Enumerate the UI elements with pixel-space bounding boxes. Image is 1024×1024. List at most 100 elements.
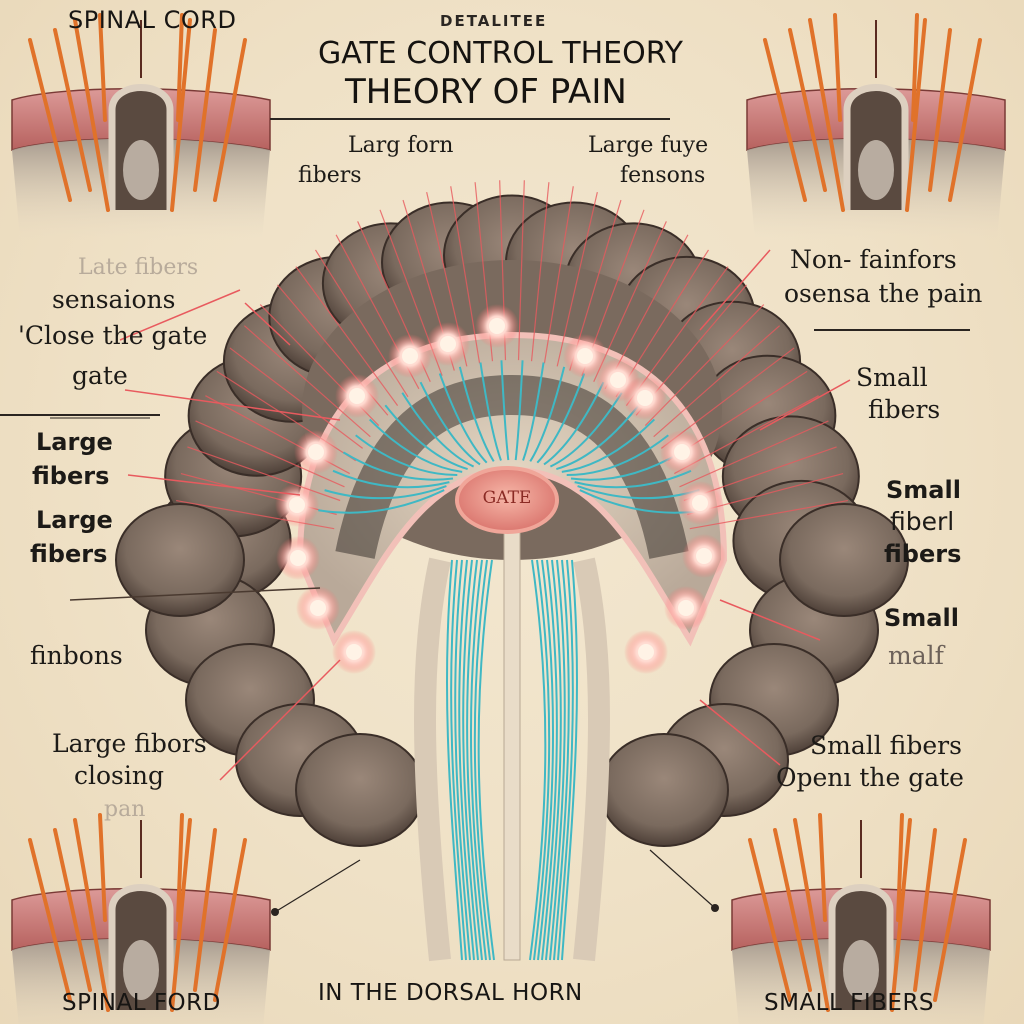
label-top-left-1: Larg forn — [348, 133, 454, 158]
label-large-fibers-2b: fibers — [30, 540, 108, 568]
small-fiber — [295, 266, 399, 406]
label-top-right-1: Large fuye — [588, 133, 709, 158]
pointer-line — [219, 659, 341, 781]
neuron-nodes — [275, 304, 726, 674]
large-fiber-strand — [454, 559, 471, 961]
pointer-line — [119, 289, 241, 341]
neuron-node — [674, 444, 690, 460]
title-line-1: GATE CONTROL THEORY — [318, 36, 683, 71]
large-fiber — [332, 469, 450, 489]
label-small-fibers-open-2: Openı the gate — [776, 763, 964, 792]
central-canal — [503, 519, 521, 961]
neuron-node — [440, 336, 456, 352]
neuron-node — [692, 495, 708, 511]
large-fiber — [536, 373, 586, 464]
small-fiber — [450, 186, 481, 364]
large-fiber-strand — [561, 559, 579, 961]
neuron-node — [289, 497, 305, 513]
label-spinal-cord-top: SPINAL CORD — [68, 6, 237, 34]
large-fiber — [556, 404, 640, 471]
cord-center — [858, 140, 894, 200]
label-close-the-gate: 'Close the gate — [18, 321, 208, 350]
large-fiber — [543, 381, 605, 466]
nerve-root — [73, 18, 110, 212]
small-fiber — [517, 180, 525, 361]
nerve-root — [833, 13, 842, 122]
label-spinal-ford: SPINAL FORD — [62, 990, 221, 1016]
nerve-root — [913, 828, 937, 992]
grey-matter-lobes — [115, 194, 909, 847]
arrow-head — [271, 908, 279, 916]
label-small-fibers-1a: Small — [856, 363, 928, 392]
cord-center — [843, 940, 879, 1000]
neuron-node — [678, 600, 694, 616]
large-fiber — [549, 392, 623, 468]
nerve-root — [193, 28, 217, 192]
large-fiber — [514, 360, 524, 461]
large-fiber — [574, 469, 692, 489]
small-fiber — [195, 420, 345, 488]
label-top-right-2: fensons — [620, 163, 706, 188]
large-fiber — [522, 362, 545, 461]
neuron-node — [402, 348, 418, 364]
nerve-root — [53, 828, 92, 992]
pointer-line — [759, 379, 851, 431]
label-large-fibors-closing-2: closing — [74, 761, 164, 790]
label-non-pain-1: Non- fainfors — [790, 245, 957, 274]
arrow-line — [274, 859, 361, 913]
label-small-fiber-2b: fiberl — [890, 507, 955, 536]
title-underline — [270, 118, 670, 120]
nerve-root — [911, 13, 919, 122]
neuron-node — [696, 548, 712, 564]
nerve-root — [905, 18, 927, 212]
grey-matter-lobe — [599, 733, 729, 847]
large-fiber-strand — [462, 559, 479, 961]
small-fiber — [679, 420, 829, 488]
small-fiber — [314, 249, 409, 398]
label-small-fibers-bottom: SMALL FIBERS — [764, 990, 935, 1016]
label-dorsal-horn: IN THE DORSAL HORN — [318, 980, 583, 1006]
label-small-fibers-open-1: Small fibers — [810, 731, 962, 760]
large-fiber-strand — [469, 559, 487, 961]
label-large-fibers-1b: fibers — [32, 462, 110, 490]
large-fiber-strand — [458, 559, 475, 961]
nerve-root — [773, 828, 812, 992]
pointer-line — [124, 389, 341, 421]
nerve-root — [788, 28, 827, 192]
large-fiber-strand — [557, 559, 574, 961]
large-fiber-strand — [545, 559, 562, 961]
label-non-pain-2: osensa the pain — [784, 279, 983, 308]
label-sensations: sensaions — [52, 285, 176, 314]
nerve-root — [98, 13, 107, 122]
large-fiber-strand — [553, 559, 570, 961]
label-top-left-2: fibers — [298, 163, 362, 188]
large-fiber-strand — [541, 559, 558, 961]
grey-matter-lobe — [779, 503, 909, 617]
nerve-root — [948, 38, 982, 202]
small-fiber — [243, 325, 371, 438]
nerve-root — [28, 38, 72, 202]
large-fiber-strand — [533, 559, 551, 961]
neuron-node — [610, 372, 626, 388]
nerve-root — [928, 28, 952, 192]
nerve-root — [808, 18, 845, 212]
label-large-fibers-1a: Large — [36, 428, 113, 456]
small-fiber — [530, 182, 550, 362]
nerve-root — [170, 18, 192, 212]
label-late-fibers: Late fibers — [78, 255, 199, 280]
grey-matter-lobe — [295, 733, 425, 847]
nerve-root — [933, 838, 967, 1002]
nerve-root — [170, 818, 192, 1012]
large-fiber — [561, 418, 656, 473]
neuron-node — [308, 444, 324, 460]
neuron-node — [310, 600, 326, 616]
label-large-fibers-2a: Large — [36, 506, 113, 534]
small-fiber — [543, 186, 574, 364]
neuron-node — [637, 390, 653, 406]
large-fiber — [324, 485, 447, 500]
nerve-root — [28, 838, 72, 1002]
neuron-node — [346, 644, 362, 660]
nerve-root — [896, 813, 904, 922]
neuron-node — [638, 644, 654, 660]
small-fiber — [689, 499, 848, 530]
